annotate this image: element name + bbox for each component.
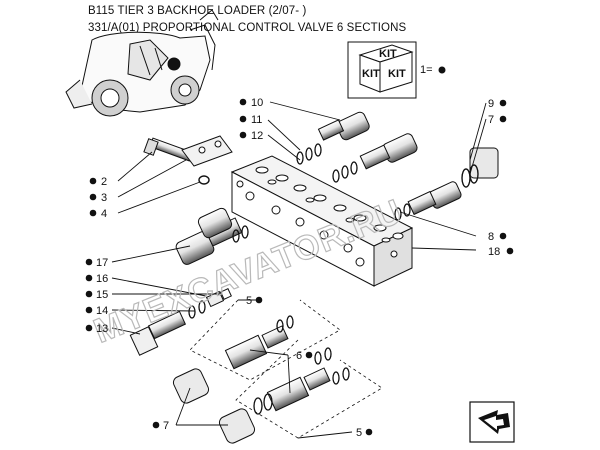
kit-box-left-text: KIT (362, 68, 380, 80)
callout-7-right: 7 (488, 114, 494, 126)
callout-13: 13 (96, 323, 108, 335)
callout-dot (85, 274, 93, 282)
navigation-arrow-icon[interactable] (469, 401, 515, 443)
location-marker-icon (167, 57, 181, 71)
callout-18: 18 (488, 246, 500, 258)
callout-16: 16 (96, 273, 108, 285)
leader-lines (111, 101, 487, 439)
callout-dot (239, 131, 247, 139)
callout-14: 14 (96, 305, 108, 317)
kit-box-icon: KIT KIT KIT (347, 41, 417, 99)
callout-dot (152, 421, 160, 429)
o-rings-right (394, 203, 411, 221)
callout-dot (239, 115, 247, 123)
callout-5-lower: 5 (356, 427, 362, 439)
header-section-title: 331/A(01) PROPORTIONAL CONTROL VALVE 6 S… (88, 22, 407, 34)
callout-dot (89, 193, 97, 201)
callout-dot (85, 290, 93, 298)
callout-dot (499, 99, 507, 107)
callout-17: 17 (96, 257, 108, 269)
bolt-and-plate (143, 135, 233, 185)
callout-5-upper: 5 (246, 295, 252, 307)
callout-labels: 10 11 12 2 3 4 17 16 15 14 13 9 7 8 18 5… (85, 97, 514, 439)
callout-15: 15 (96, 289, 108, 301)
callout-11: 11 (251, 114, 262, 126)
callout-dot (499, 115, 507, 123)
assembly-dash-frames (189, 299, 383, 439)
right-coil-assembly (407, 147, 499, 216)
callout-dot (85, 306, 93, 314)
kit-legend-label: 1= (420, 64, 433, 76)
callout-9: 9 (488, 98, 494, 110)
callout-dot (89, 177, 97, 185)
valve-manifold-body (230, 155, 414, 287)
kit-box-right-text: KIT (388, 68, 406, 80)
callout-10: 10 (251, 97, 263, 109)
callout-dot (85, 324, 93, 332)
callout-2: 2 (101, 176, 107, 188)
callout-dot (499, 232, 507, 240)
lower-valve-assembly (172, 325, 331, 444)
callout-dot (365, 428, 373, 436)
header-model: B115 TIER 3 BACKHOE LOADER (2/07- ) (88, 5, 307, 17)
left-cartridges (129, 207, 249, 356)
callout-12: 12 (251, 130, 263, 142)
callout-dot (85, 258, 93, 266)
kit-legend-dot (438, 66, 446, 74)
kit-box-top-text: KIT (379, 48, 397, 60)
callout-4: 4 (101, 208, 107, 220)
callout-dot (506, 247, 514, 255)
solenoid-cartridge-12 (359, 133, 418, 170)
callout-8: 8 (488, 231, 494, 243)
solenoid-cartridge-10 (317, 111, 370, 141)
callout-dot (89, 209, 97, 217)
callout-dot (255, 296, 263, 304)
o-rings-lower (253, 315, 350, 415)
callout-dot (305, 351, 313, 359)
loader-thumbnail (65, 9, 219, 117)
callout-3: 3 (101, 192, 107, 204)
callout-6: 6 (296, 350, 302, 362)
callout-7-lower: 7 (163, 420, 169, 432)
callout-dot (239, 98, 247, 106)
